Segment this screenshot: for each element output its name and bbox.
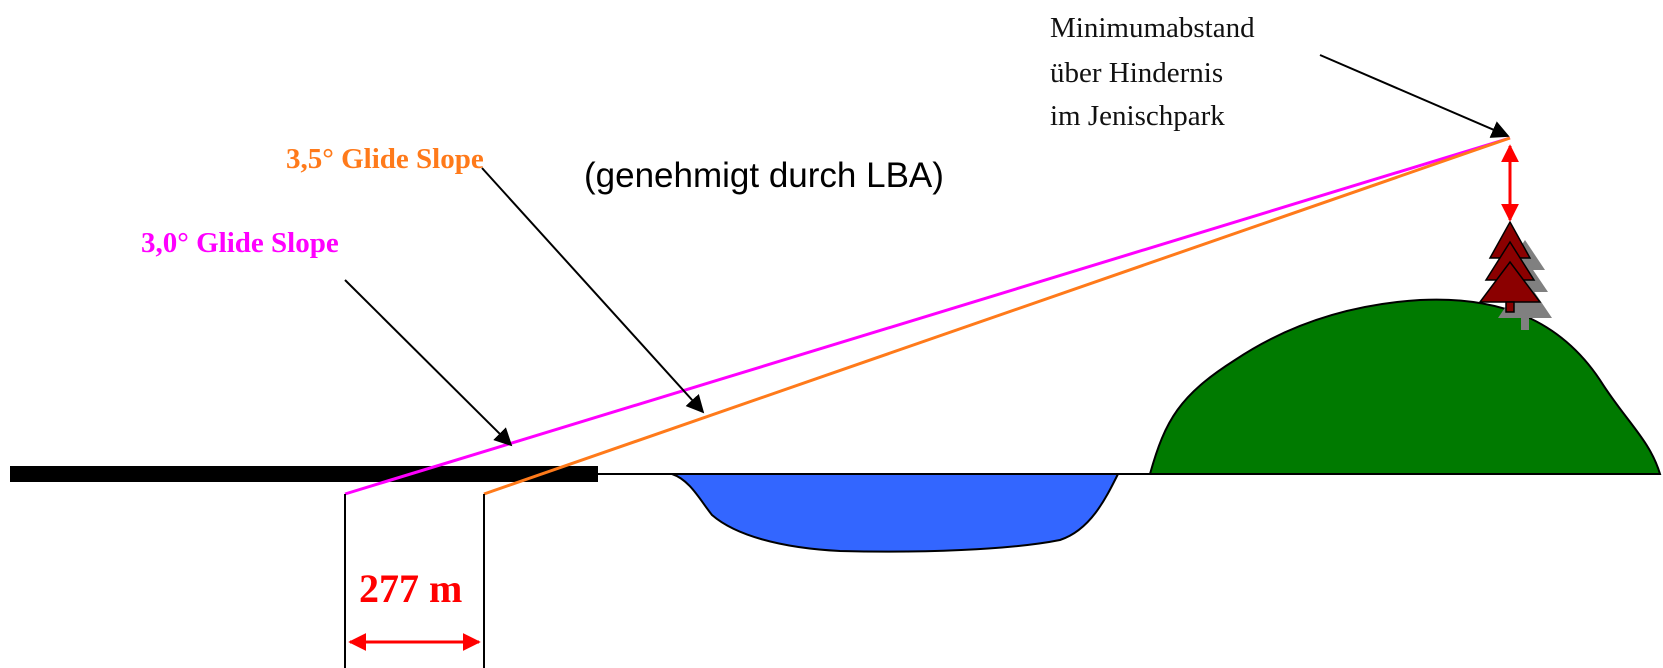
pointer-obstacle-note xyxy=(1319,54,1510,138)
glide-slope-3-0-label: 3,0° Glide Slope xyxy=(141,227,339,259)
glide-slope-3-5-label: 3,5° Glide Slope xyxy=(286,143,484,175)
approval-note: (genehmigt durch LBA) xyxy=(584,156,944,195)
pointer-glide-3-0 xyxy=(344,279,513,447)
runway xyxy=(10,466,598,482)
obstacle-note: Minimumabstand über Hindernis im Jenisch… xyxy=(1050,12,1262,132)
water-body xyxy=(671,473,1120,553)
pointer-glide-3-5 xyxy=(481,167,705,414)
obstacle-note-line-1: Minimumabstand xyxy=(1050,12,1255,44)
glide-slope-3-5-line xyxy=(483,136,1511,496)
distance-label: 277 m xyxy=(359,566,462,611)
obstacle-note-line-3: im Jenischpark xyxy=(1050,100,1225,132)
hill xyxy=(1148,298,1662,475)
obstacle-tree xyxy=(1478,220,1542,313)
glide-slope-3-0-line xyxy=(344,136,1511,496)
obstacle-note-line-2: über Hindernis xyxy=(1050,57,1223,89)
